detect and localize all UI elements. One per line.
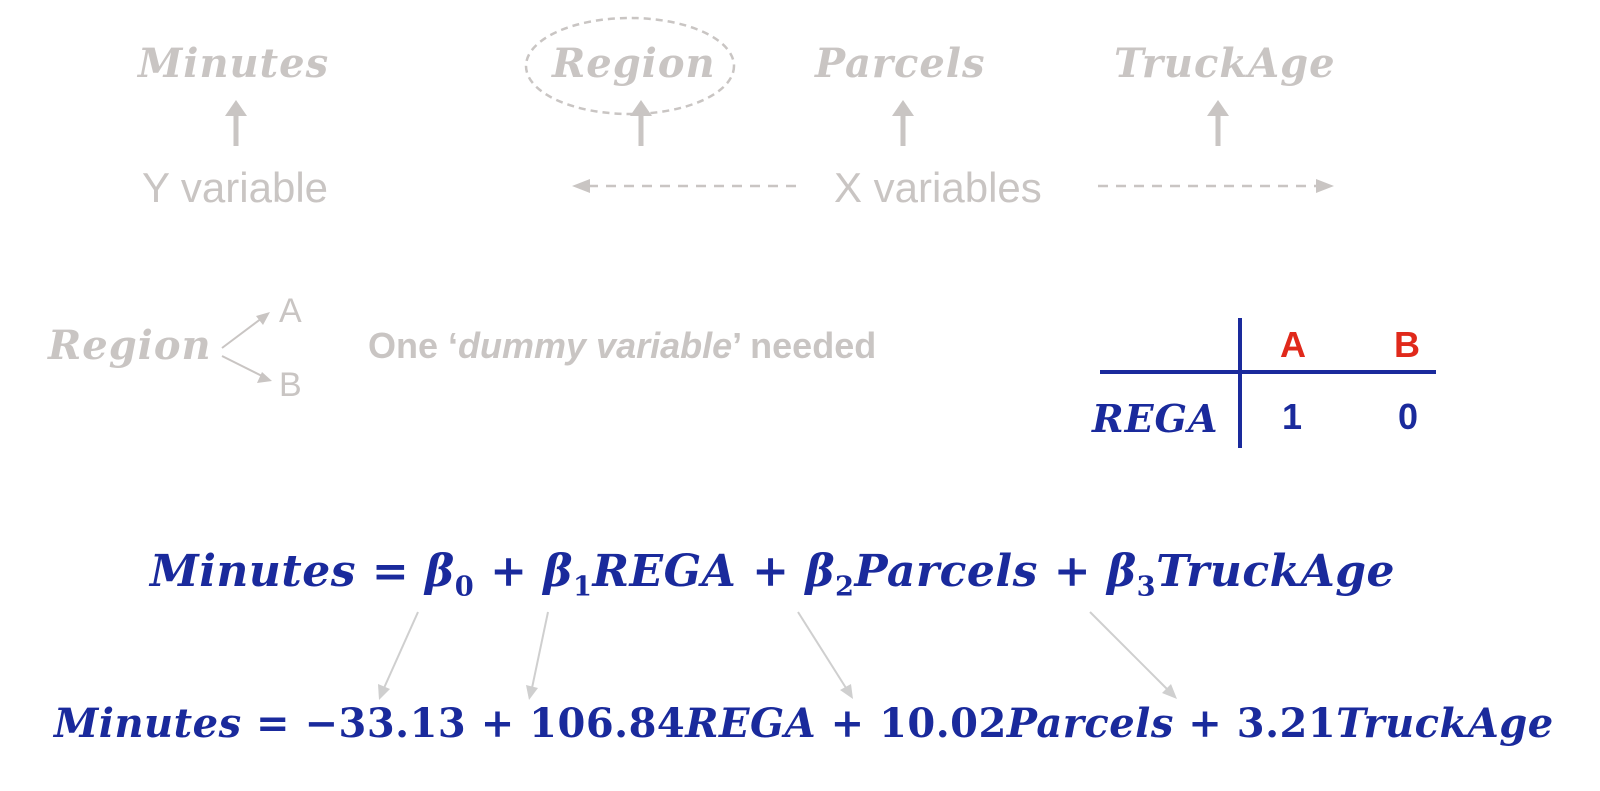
table-val-a: 1 [1282, 396, 1303, 437]
up-arrow-truckage-icon [1207, 100, 1229, 146]
x-left-arrow-icon [572, 179, 796, 193]
eq-term1: REGA [592, 546, 737, 597]
fit-term3: TruckAge [1336, 700, 1554, 747]
dummy-note-suffix: ’ needed [732, 325, 877, 366]
y-variable-label: Y variable [142, 164, 329, 211]
dummy-note-prefix: One ‘ [368, 325, 459, 366]
eq-beta2: β2 [805, 546, 855, 603]
eq-plus3: + [1053, 546, 1092, 597]
fit-c0: −33.13 [304, 700, 467, 747]
table-row-label: REGA [1092, 396, 1219, 441]
table-col-b: B [1394, 324, 1420, 365]
branch-arrow-b-icon [221, 355, 272, 383]
x-right-arrow-icon [1098, 179, 1334, 193]
coef-arrow-0-icon [378, 611, 419, 700]
var-truckage: TruckAge [1114, 40, 1336, 87]
eq-beta1: β1 [543, 546, 593, 603]
fit-term1: REGA [685, 700, 817, 747]
fit-lhs: Minutes [54, 700, 242, 747]
up-arrow-minutes-icon [225, 100, 247, 146]
eq-plus2: + [752, 546, 790, 597]
table-val-b: 0 [1398, 396, 1419, 437]
fit-c3: 3.21 [1236, 700, 1337, 747]
coef-arrow-1-icon [526, 611, 549, 700]
eq-lhs: Minutes [150, 546, 356, 597]
eq-plus1: + [490, 546, 528, 597]
dummy-branch-b: B [279, 366, 302, 404]
fitted-equation: Minutes = −33.13 + 106.84REGA + 10.02Par… [54, 700, 1554, 747]
fit-plus3: + [1188, 700, 1223, 747]
eq-term2: Parcels [854, 546, 1038, 597]
x-variables-label: X variables [834, 164, 1042, 211]
dummy-note: One ‘dummy variable’ needed [368, 325, 876, 367]
fit-term2: Parcels [1006, 700, 1174, 747]
fit-plus1: + [480, 700, 515, 747]
up-arrow-parcels-icon [892, 100, 914, 146]
eq-term3: TruckAge [1156, 546, 1396, 597]
branch-arrow-a-icon [221, 312, 270, 349]
coef-arrow-2-icon [797, 611, 853, 699]
dummy-branch-a: A [279, 292, 302, 330]
dummy-region: Region [48, 322, 212, 369]
fit-equals: = [256, 700, 291, 747]
fit-c1: 106.84 [529, 700, 686, 747]
table-col-a: A [1280, 324, 1306, 365]
var-minutes: Minutes [138, 40, 330, 87]
dummy-note-italic: dummy variable [458, 325, 733, 366]
fit-plus2: + [830, 700, 865, 747]
model-equation: Minutes = β0 + β1REGA + β2Parcels + β3Tr… [150, 546, 1395, 603]
eq-beta0: β0 [425, 546, 475, 603]
fit-c2: 10.02 [879, 700, 1007, 747]
up-arrow-region-icon [630, 100, 652, 146]
eq-equals: = [371, 546, 410, 597]
eq-beta3: β3 [1106, 546, 1157, 603]
coef-arrow-3-icon [1089, 611, 1177, 699]
var-region: Region [552, 40, 716, 87]
var-parcels: Parcels [815, 40, 986, 87]
